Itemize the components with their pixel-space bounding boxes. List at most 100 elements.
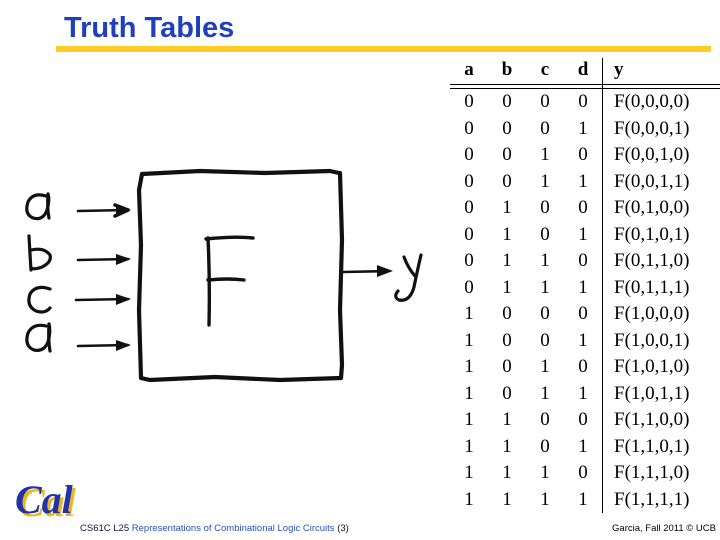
input-label-a — [25, 192, 51, 221]
cell-b: 0 — [502, 91, 512, 112]
cell-a: 1 — [464, 382, 474, 404]
cell-a: 0 — [464, 144, 474, 165]
cell-y: F(1,0,1,0) — [602, 354, 720, 381]
column-header-b: b — [488, 58, 526, 85]
footer-page-number: (3) — [337, 523, 349, 534]
cell-b: 0 — [502, 329, 512, 351]
cell-y: F(1,1,0,1) — [602, 433, 720, 460]
table-header-row: a b c d y — [450, 58, 720, 85]
cell-b: 0 — [502, 170, 512, 192]
table-row: 0 0 1 1 F(0,0,1,1) — [450, 168, 720, 195]
table-row: 1 0 1 0 F(1,0,1,0) — [450, 354, 720, 381]
cell-y: F(0,0,0,1) — [602, 115, 720, 142]
cell-y: F(0,0,1,0) — [602, 142, 720, 169]
cell-c: 0 — [540, 117, 550, 139]
column-header-a: a — [450, 58, 488, 85]
cell-a: 1 — [464, 488, 474, 510]
cell-d: 0 — [578, 409, 588, 430]
table-row: 0 1 0 1 F(0,1,0,1) — [450, 221, 720, 248]
page-title: Truth Tables — [64, 12, 235, 44]
column-header-c: c — [526, 58, 564, 85]
table-row: 0 0 1 0 F(0,0,1,0) — [450, 142, 720, 169]
cell-y: F(1,1,1,1) — [602, 486, 720, 513]
cell-y: F(0,1,1,0) — [602, 248, 720, 275]
footer-description: Representations of Combinational Logic C… — [131, 523, 335, 534]
function-box-outline — [136, 168, 345, 383]
table-row: 0 1 1 1 F(0,1,1,1) — [450, 274, 720, 301]
rule-cell — [450, 84, 488, 89]
cell-c: 0 — [540, 91, 550, 112]
cell-a: 0 — [464, 117, 474, 139]
cell-a: 1 — [464, 303, 474, 324]
block-diagram — [0, 160, 450, 410]
table-row: 1 1 0 1 F(1,1,0,1) — [450, 433, 720, 460]
cell-d: 1 — [578, 223, 588, 245]
table-row: 1 0 0 1 F(1,0,0,1) — [450, 327, 720, 354]
cell-b: 1 — [502, 488, 512, 510]
table-row: 0 1 0 0 F(0,1,0,0) — [450, 195, 720, 222]
truth-table-container: a b c d y 0 0 0 — [450, 58, 720, 513]
cell-b: 0 — [502, 117, 512, 139]
cell-a: 1 — [464, 435, 474, 457]
cell-b: 1 — [502, 276, 512, 298]
cell-d: 1 — [578, 488, 588, 510]
cell-b: 0 — [502, 356, 512, 377]
column-header-d: d — [564, 58, 603, 85]
cell-d: 0 — [578, 462, 588, 483]
input-label-c — [27, 285, 52, 314]
cell-c: 0 — [540, 435, 550, 457]
cell-d: 0 — [578, 91, 588, 112]
cell-y: F(1,0,1,1) — [602, 380, 720, 407]
cell-b: 1 — [502, 250, 512, 271]
truth-table: a b c d y 0 0 0 — [450, 58, 720, 513]
table-row: 0 1 1 0 F(0,1,1,0) — [450, 248, 720, 275]
output-arrow-y — [341, 265, 393, 277]
footer-right: Garcia, Fall 2011 © UCB — [612, 523, 716, 534]
truth-table-body: 0 0 0 0 F(0,0,0,0) 0 0 0 1 F(0,0,0,1) 0 … — [450, 88, 720, 513]
cell-c: 0 — [540, 223, 550, 245]
cell-c: 1 — [540, 250, 550, 271]
cell-b: 1 — [502, 435, 512, 457]
cell-b: 1 — [502, 197, 512, 218]
cell-d: 1 — [578, 435, 588, 457]
table-row: 1 1 0 0 F(1,1,0,0) — [450, 407, 720, 434]
table-row: 1 0 1 1 F(1,0,1,1) — [450, 380, 720, 407]
cell-d: 1 — [578, 117, 588, 139]
input-arrow-c — [74, 294, 131, 305]
cell-b: 0 — [502, 382, 512, 404]
cell-b: 1 — [502, 223, 512, 245]
cell-c: 1 — [540, 170, 550, 192]
cell-a: 0 — [464, 276, 474, 298]
title-underline-bar — [56, 46, 711, 52]
rule-cell — [488, 84, 526, 89]
cell-y: F(0,0,0,0) — [602, 88, 720, 116]
cell-b: 1 — [502, 409, 512, 430]
cell-c: 0 — [540, 303, 550, 324]
cell-y: F(0,1,0,0) — [602, 195, 720, 222]
cell-c: 0 — [540, 329, 550, 351]
cell-a: 1 — [464, 409, 474, 430]
footer-left: CS61C L25 Representations of Combination… — [80, 523, 349, 534]
cell-a: 1 — [464, 462, 474, 483]
cell-a: 0 — [464, 197, 474, 218]
input-arrow-a — [76, 203, 131, 218]
header-double-rule — [450, 84, 720, 89]
table-row: 1 1 1 0 F(1,1,1,0) — [450, 460, 720, 487]
table-row: 0 0 0 0 F(0,0,0,0) — [450, 88, 720, 116]
table-row: 1 1 1 1 F(1,1,1,1) — [450, 486, 720, 513]
cell-d: 1 — [578, 382, 588, 404]
output-label-y — [394, 253, 423, 302]
cell-d: 0 — [578, 197, 588, 218]
function-box-label-F — [204, 235, 255, 327]
cal-logo-shadow: Cal — [18, 480, 77, 525]
input-arrow-b — [76, 254, 131, 265]
cell-c: 1 — [540, 488, 550, 510]
footer-course: CS61C L25 — [80, 523, 130, 534]
cell-b: 1 — [502, 462, 512, 483]
cell-y: F(0,1,1,1) — [602, 274, 720, 301]
table-row: 1 0 0 0 F(1,0,0,0) — [450, 301, 720, 328]
cell-d: 1 — [578, 170, 588, 192]
cell-a: 0 — [464, 170, 474, 192]
cell-c: 1 — [540, 356, 550, 377]
